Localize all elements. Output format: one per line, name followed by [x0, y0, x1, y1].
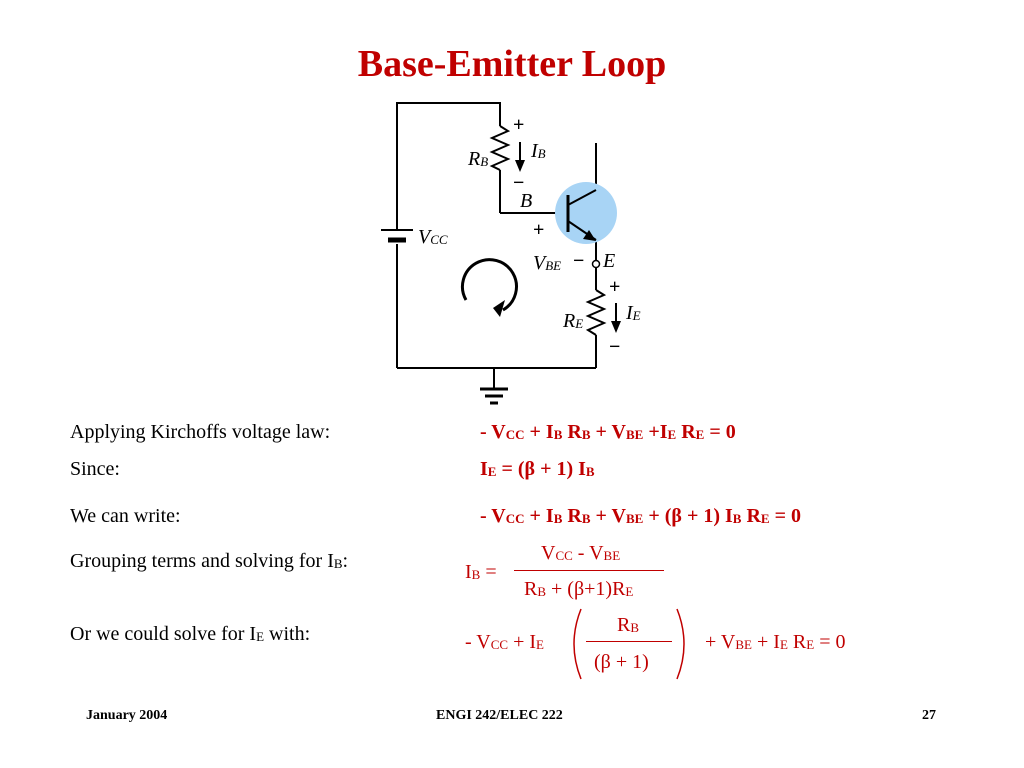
ib-formula-numerator: VCC - VBE	[541, 542, 621, 564]
re-label: RE	[563, 310, 584, 332]
footer-course: ENGI 242/ELEC 222	[436, 708, 563, 723]
row-since-label: Since:	[70, 458, 120, 480]
vbe-minus: −	[573, 250, 585, 272]
footer-page-number: 27	[922, 708, 936, 723]
ie-arrow-icon	[611, 321, 621, 333]
ie-formula-numerator: RB	[617, 614, 640, 636]
right-paren-icon	[676, 608, 685, 680]
rb-plus: +	[513, 114, 525, 136]
ie-label: IE	[626, 302, 641, 324]
emitter-arrow-icon	[583, 230, 596, 241]
vbe-label: VBE	[533, 252, 562, 274]
ie-formula-right: + VBE + IE RE = 0	[705, 631, 846, 653]
footer-date: January 2004	[86, 708, 168, 723]
loop-arrowhead-icon	[493, 300, 505, 317]
base-node-label: B	[520, 190, 533, 212]
row-since-equation: IE = (β + 1) IB	[480, 458, 595, 480]
row-kvl-label: Applying Kirchoffs voltage law:	[70, 421, 331, 443]
e-node	[591, 259, 601, 269]
ie-formula-brackets	[573, 608, 685, 680]
loop-arrow-icon	[460, 258, 518, 312]
emitter-node-label: E	[603, 250, 616, 272]
row-write-equation: - VCC + IB RB + VBE + (β + 1) IB RE = 0	[480, 505, 801, 527]
ib-arrow-icon	[515, 160, 525, 172]
vbe-plus: +	[533, 219, 545, 241]
left-paren-icon	[573, 608, 582, 680]
row-write-label: We can write:	[70, 505, 181, 527]
row-grouping-label: Grouping terms and solving for IB:	[70, 550, 349, 572]
transistor-body	[555, 182, 617, 244]
re-minus: −	[609, 336, 621, 358]
rb-minus: −	[513, 172, 525, 194]
re-plus: +	[609, 276, 621, 298]
ib-formula-denominator: RB + (β+1)RE	[524, 578, 634, 600]
slide-title: Base-Emitter Loop	[357, 43, 667, 85]
ib-formula-lhs: IB =	[465, 561, 497, 583]
rb-label: RB	[468, 148, 489, 170]
row-solve-ie-label: Or we could solve for IE with:	[70, 623, 311, 645]
circuit-diagram	[381, 102, 621, 405]
re-resistor	[585, 289, 607, 336]
row-kvl-equation: - VCC + IB RB + VBE +IE RE = 0	[480, 421, 736, 443]
ib-fraction-bar	[514, 570, 664, 571]
wire-left-top	[396, 102, 501, 230]
ie-fraction-bar	[586, 641, 672, 642]
ie-formula-left: - VCC + IE	[465, 631, 544, 653]
rb-resistor	[489, 125, 511, 171]
ie-formula-denominator: (β + 1)	[594, 651, 649, 673]
ib-label: IB	[531, 140, 546, 162]
vcc-label: VCC	[418, 226, 448, 248]
transistor-collector-leg	[567, 189, 597, 206]
